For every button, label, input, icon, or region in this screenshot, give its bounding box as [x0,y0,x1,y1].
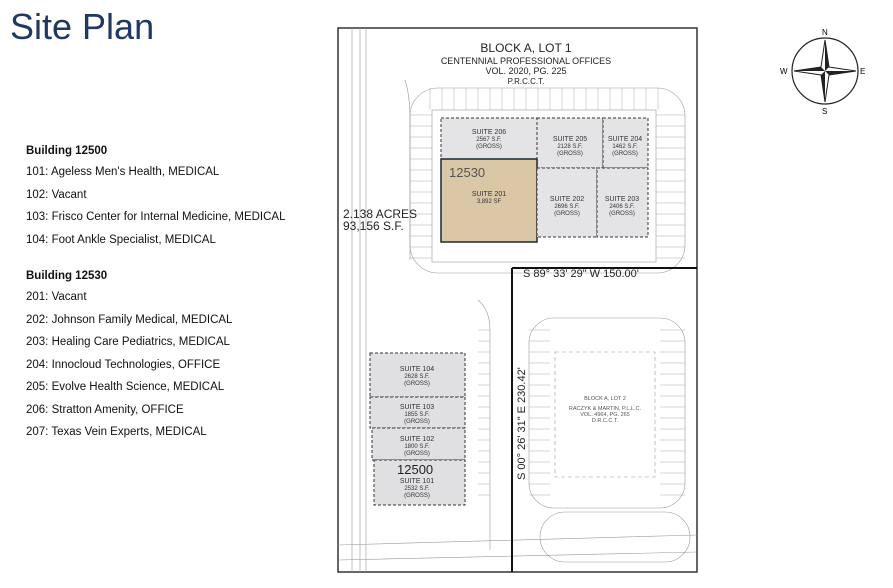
lot-label: VOL. 4964, PG. 265 [580,412,630,418]
suite-label: 2696 S.F. [554,204,580,210]
area-label: 93,156 S.F. [343,219,404,233]
parking-stalls [410,88,685,496]
suite-label: SUITE 206 [472,129,506,136]
suite-label: (GROSS) [404,419,430,425]
suite-label: SUITE 104 [400,366,434,373]
suite-label: 3,892 SF [477,199,502,205]
lot-label: BLOCK A, LOT 2 [584,396,626,402]
compass-e: E [860,67,865,76]
suite-label: 2406 S.F. [609,204,635,210]
lot-label: CENTENNIAL PROFESSIONAL OFFICES [441,56,611,66]
suite-label: SUITE 204 [608,136,642,143]
compass-n: N [822,28,828,37]
property-line [511,267,697,572]
suite-label: (GROSS) [404,381,430,387]
suite-label: (GROSS) [554,211,580,217]
acres-label: 2.138 ACRES [343,207,417,221]
tenant-item: 202: Johnson Family Medical, MEDICAL [26,313,233,326]
suite-label: (GROSS) [404,493,430,499]
bearing-label: S 89° 33' 29" W 150.00' [523,268,639,280]
suite-label: SUITE 202 [550,196,584,203]
tenant-item: 207: Texas Vein Experts, MEDICAL [26,426,207,438]
suite-label: SUITE 101 [400,478,434,485]
suite-label: 1462 S.F. [612,144,638,150]
tenant-item: 101: Ageless Men's Health, MEDICAL [26,166,220,178]
suite-label: 2128 S.F. [557,144,583,150]
suite-label: 1855 S.F. [404,412,430,418]
compass-rose-icon: N S E W [780,28,865,116]
suite-label: (GROSS) [609,211,635,217]
building-number: 12500 [397,462,433,477]
tenant-item: 206: Stratton Amenity, OFFICE [26,403,184,416]
suite-label: SUITE 102 [400,436,434,443]
suite-label: SUITE 103 [400,404,434,411]
tenant-legend: Building 12500 101: Ageless Men's Health… [26,145,286,449]
suite-label: 2628 S.F. [404,374,430,380]
building-heading: Building 12530 [26,270,108,282]
bearing-label: S 00° 26' 31" E 230.42' [516,367,528,480]
suite-label: SUITE 205 [553,136,587,143]
suite-label: 2532 S.F. [404,486,430,492]
tenant-item: 203: Healing Care Pediatrics, MEDICAL [26,336,230,348]
suite-label: (GROSS) [612,151,638,157]
compass-w: W [780,67,788,76]
suite-label: SUITE 203 [605,196,639,203]
suite-label: 2567 S.F. [476,137,502,143]
lot-label: BLOCK A, LOT 1 [480,41,571,55]
lot-label: D.R.C.C.T. [592,418,619,424]
tenant-item: 104: Foot Ankle Specialist, MEDICAL [26,233,216,246]
tenant-item: 204: Innocloud Technologies, OFFICE [26,358,221,371]
suite-label: (GROSS) [557,151,583,157]
tenant-item: 205: Evolve Health Science, MEDICAL [26,381,225,393]
tenant-item: 103: Frisco Center for Internal Medicine… [26,211,286,223]
building-12530: 12530 [440,117,649,243]
page-title: Site Plan [10,6,155,47]
lot-label: P.R.C.C.T. [508,77,545,86]
tenant-item: 201: Vacant [26,291,87,303]
building-12500: 12500 [369,352,466,506]
building-number: 12530 [449,165,485,180]
compass-s: S [822,107,827,116]
suite-label: SUITE 201 [472,191,506,198]
suite-label: (GROSS) [404,451,430,457]
lot-label: RACZYK & MARTIN, P.L.L.C. [569,406,642,412]
suite-label: (GROSS) [476,144,502,150]
lot2-label: BLOCK A, LOT 2 RACZYK & MARTIN, P.L.L.C.… [569,396,642,424]
lot-label: VOL. 2020, PG. 225 [485,66,566,76]
suite-label: 1800 S.F. [404,444,430,450]
tenant-item: 102: Vacant [26,188,87,201]
building-heading: Building 12500 [26,145,108,157]
lot1-label: BLOCK A, LOT 1 CENTENNIAL PROFESSIONAL O… [441,41,611,86]
